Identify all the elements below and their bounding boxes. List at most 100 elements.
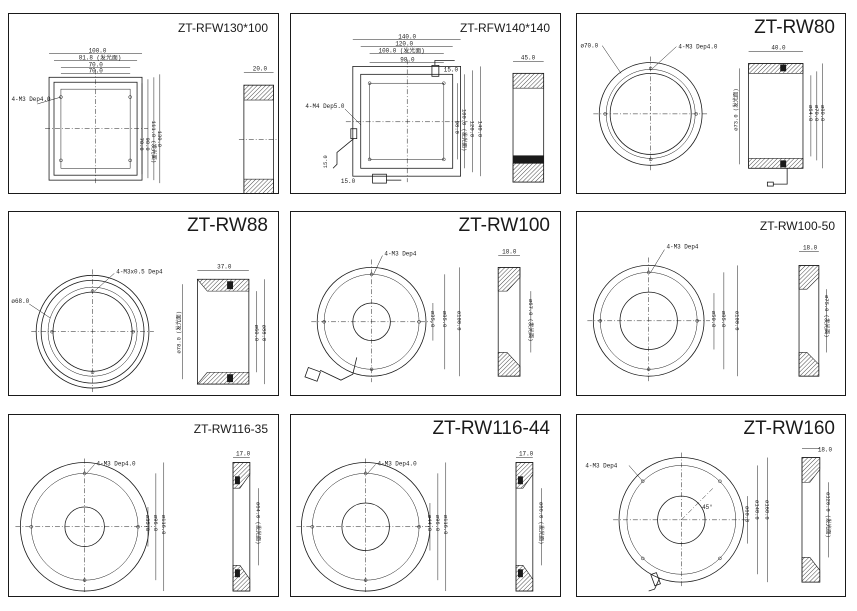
dia-callout: ø68.0 — [11, 298, 29, 305]
drawing-panel-zt-rfw140x140: ZT-RFW140*140 140.0 120.0 100.0 (发光面) 98… — [290, 13, 561, 194]
dim-height-b: 90.0 — [144, 138, 151, 151]
hole-callout: 4-M3 Dep4 — [384, 251, 416, 258]
dim-cable-a: 15.0 — [444, 66, 459, 73]
dim-side-depth: 45.0 — [521, 54, 536, 61]
dim-width-b: 120.0 — [395, 41, 413, 48]
hole-callout: 4-M3 Dep4 — [666, 244, 698, 251]
dim-inner: ø50.0 — [710, 311, 717, 327]
cable — [319, 357, 358, 381]
drawing-zt-rfw140x140: 140.0 120.0 100.0 (发光面) 98.0 98.0 100.0 … — [305, 34, 545, 185]
dim-inner: ø60.0 — [253, 325, 260, 341]
drawing-panel-zt-rw80: ZT-RW80 ø70.0 4-M3 Dep4.0 40.0 ø73.0 (发光… — [576, 13, 846, 194]
drawing-zt-rw80: ø70.0 4-M3 Dep4.0 40.0 ø73.0 (发光面) ø64.0… — [580, 43, 826, 187]
dim-emit: ø78.0 (发光面) — [175, 311, 183, 353]
dim-emit: ø66.0 (发光面) — [538, 502, 546, 544]
dim-width-emit: 100.0 (发光面) — [379, 47, 425, 55]
hole-callout: 4-M3 Dep4.0 — [378, 460, 418, 467]
dim-outer: ø116.0 — [442, 515, 449, 535]
dim-emit: ø67.0 (发光面) — [527, 299, 535, 341]
side-view — [243, 84, 274, 193]
dim-a: ø64.0 — [807, 105, 814, 121]
dim-outer: ø160.0 — [763, 500, 770, 520]
dim-emit: ø73.0 (发光面) — [732, 88, 740, 130]
drawing-zt-rw100: 4-M3 Dep4 ø35.0 ø85.0 ø100.0 18.0 ø67.0 … — [304, 249, 535, 383]
dim-outer: ø80.0 — [819, 105, 826, 121]
dim-side-depth: 18.0 — [818, 447, 833, 454]
dim-emit: ø64.0 (发光面) — [255, 502, 263, 544]
hole-callout: 4-M3 Dep4 — [585, 462, 617, 469]
panel-title: ZT-RW88 — [187, 215, 268, 236]
panel-title: ZT-RW100 — [458, 215, 550, 236]
drawing-panel-zt-rw116-35: ZT-RW116-35 4-M3 Dep4.0 ø35.0 ø96.0 ø116… — [8, 414, 279, 597]
dim-height-emit: 111.8 (发光面) — [150, 121, 158, 163]
dim-inner: ø44.0 — [426, 515, 433, 531]
drawing-zt-rw100-50: 4-M3 Dep4 ø50.0 ø85.0 ø100.0 18.0 ø75.0 … — [587, 244, 831, 383]
dim-height-a: 70.0 — [138, 138, 145, 151]
drawing-zt-rw88: ø68.0 4-M3x0.5 Dep4 37.0 ø78.0 (发光面) ø60… — [11, 263, 268, 393]
dim-height-a: 98.0 — [454, 121, 461, 134]
dim-height-outer: 140.0 — [476, 121, 483, 137]
dim-cable-b: 15.0 — [322, 155, 329, 168]
dim-inner: ø60.0 — [744, 506, 751, 522]
panel-title: ZT-RW100-50 — [759, 219, 835, 233]
drawing-panel-zt-rw100: ZT-RW100 4-M3 Dep4 ø35.0 ø85.0 ø100.0 18… — [290, 211, 561, 396]
drawing-zt-rw116-35: 4-M3 Dep4.0 ø35.0 ø96.0 ø116.0 17.0 ø64.… — [15, 451, 263, 594]
dim-pcd: ø96.0 — [152, 515, 159, 531]
dim-pcd: ø140.0 — [754, 500, 761, 520]
dim-width-emit: 81.8 (发光面) — [79, 53, 122, 61]
drawing-zt-rfw130x100: 100.0 81.8 (发光面) 70.0 70.0 70.0 90.0 111… — [11, 48, 278, 193]
drawing-panel-zt-rw88: ZT-RW88 ø68.0 4-M3x0.5 Dep4 37.0 ø78.0 (… — [8, 211, 279, 396]
hole-callout: 4-M3 Dep4.0 — [97, 460, 137, 467]
mount-hole — [128, 95, 132, 99]
dim-width-d: 98.0 — [400, 56, 415, 63]
dim-side-depth: 18.0 — [502, 249, 517, 256]
dim-side-depth: 17.0 — [236, 451, 251, 458]
dim-outer: ø88.0 — [261, 325, 268, 341]
panel-title: ZT-RW116-44 — [432, 418, 550, 439]
mount-hole — [59, 95, 63, 99]
dim-height-c: 120.0 — [468, 121, 475, 137]
dim-side-depth: 18.0 — [803, 245, 818, 252]
dim-inner: ø35.0 — [144, 515, 151, 531]
dim-pcd: ø85.0 — [720, 311, 727, 327]
drawing-zt-rw160: 45° 4-M3 Dep4 ø60.0 ø140.0 ø160.0 18.0 ø… — [585, 447, 833, 592]
dim-b: ø70.0 — [813, 105, 820, 121]
panel-title: ZT-RW80 — [754, 17, 835, 38]
dim-width-b: 70.0 — [89, 67, 104, 74]
cable — [332, 138, 355, 169]
drawing-panel-zt-rw100-50: ZT-RW100-50 4-M3 Dep4 ø50.0 ø85.0 ø100.0… — [576, 211, 846, 396]
hole-callout: 4-M4 Dep5.0 — [305, 103, 345, 110]
dim-width-outer: 140.0 — [398, 34, 416, 41]
dim-outer: ø116.0 — [160, 515, 167, 535]
hole-callout: 4-M3 Dep4.0 — [11, 96, 51, 103]
panel-title: ZT-RFW130*100 — [177, 21, 268, 35]
dim-side-depth: 37.0 — [217, 263, 232, 270]
dim-height-outer: 130.0 — [156, 131, 163, 147]
dim-width-a: 70.0 — [89, 61, 104, 68]
hole-callout: 4-M3x0.5 Dep4 — [116, 268, 163, 275]
dim-pcd: ø85.0 — [441, 311, 448, 327]
dim-emit: ø75.0 (发光面) — [823, 295, 831, 337]
drawing-panel-zt-rw160: ZT-RW160 45° 4-M3 Dep4 ø60.0 ø140.0 ø160… — [576, 414, 846, 597]
drawing-panel-zt-rfw130x100: ZT-RFW130*100 100.0 81.8 (发光面) 70.0 70.0… — [8, 13, 279, 194]
panel-title: ZT-RW116-35 — [193, 422, 268, 436]
mount-hole — [128, 158, 132, 163]
mount-hole — [59, 158, 63, 163]
angle-label: 45° — [702, 504, 713, 511]
dia-callout: ø70.0 — [580, 43, 598, 50]
drawing-panel-zt-rw116-44: ZT-RW116-44 4-M3 Dep4.0 ø44.0 ø96.0 ø116… — [290, 414, 561, 597]
dim-outer: ø100.0 — [734, 311, 741, 331]
dim-side-depth: 17.0 — [519, 451, 534, 458]
dim-height-emit: 100.0 (发光面) — [461, 109, 469, 151]
dim-width-outer: 100.0 — [89, 48, 107, 55]
drawing-zt-rw116-44: 4-M3 Dep4.0 ø44.0 ø96.0 ø116.0 17.0 ø66.… — [296, 451, 546, 594]
dim-emit: ø120.0 (发光面) — [825, 492, 833, 538]
dim-side-depth: 20.0 — [253, 65, 268, 72]
dim-cable-c: 15.0 — [341, 178, 356, 185]
dim-inner: ø35.0 — [429, 311, 436, 327]
cable — [648, 578, 660, 592]
dim-side-depth: 40.0 — [771, 45, 786, 52]
panel-title: ZT-RFW140*140 — [459, 21, 550, 35]
dim-pcd: ø96.0 — [434, 515, 441, 531]
dim-outer: ø100.0 — [456, 311, 463, 331]
